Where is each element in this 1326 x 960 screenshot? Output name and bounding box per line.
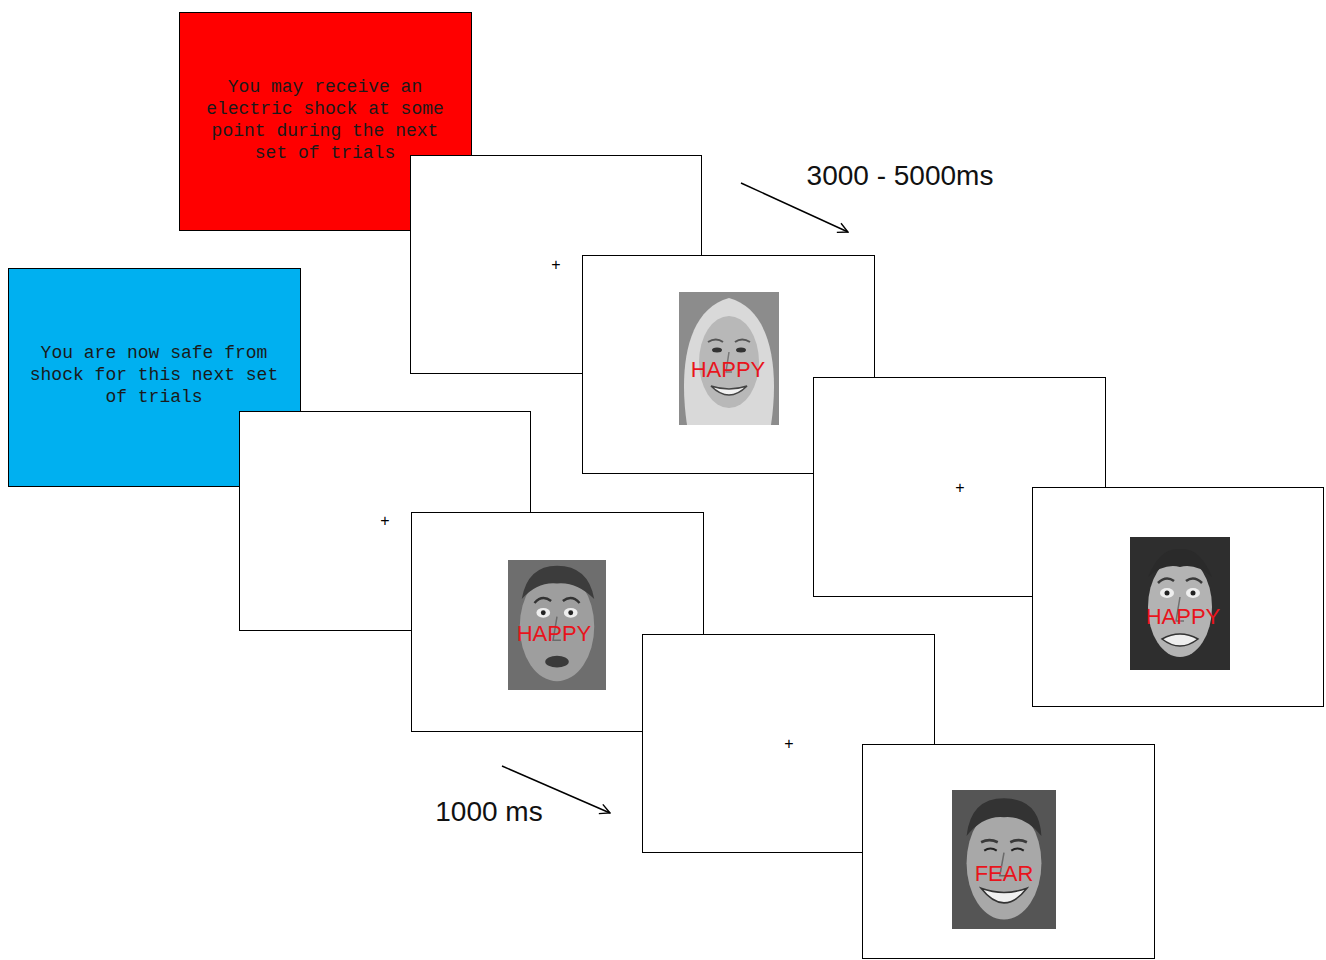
emotion-word: HAPPY	[691, 358, 766, 382]
fixation-cross: +	[380, 512, 389, 530]
fixation-cross: +	[955, 479, 964, 497]
emotion-word: FEAR	[975, 862, 1034, 886]
face-stimulus-screen: HAPPY	[1032, 487, 1324, 707]
fixation-cross: +	[551, 256, 560, 274]
instruction-text: You may receive an electric shock at som…	[199, 76, 451, 164]
timing-label-text: 3000 - 5000ms	[807, 160, 994, 192]
instruction-text: You are now safe from shock for this nex…	[28, 342, 280, 408]
timing-label: 3000 - 5000ms	[807, 160, 994, 192]
face-stimulus-screen: FEAR	[862, 744, 1155, 959]
emotion-word: HAPPY	[1146, 605, 1221, 629]
emotion-word: HAPPY	[517, 622, 592, 646]
face-photo	[952, 790, 1056, 929]
fixation-cross: +	[784, 735, 793, 753]
timing-label: 1000 ms	[435, 796, 542, 828]
face-photo	[1130, 537, 1230, 670]
timing-label-text: 1000 ms	[435, 796, 542, 828]
